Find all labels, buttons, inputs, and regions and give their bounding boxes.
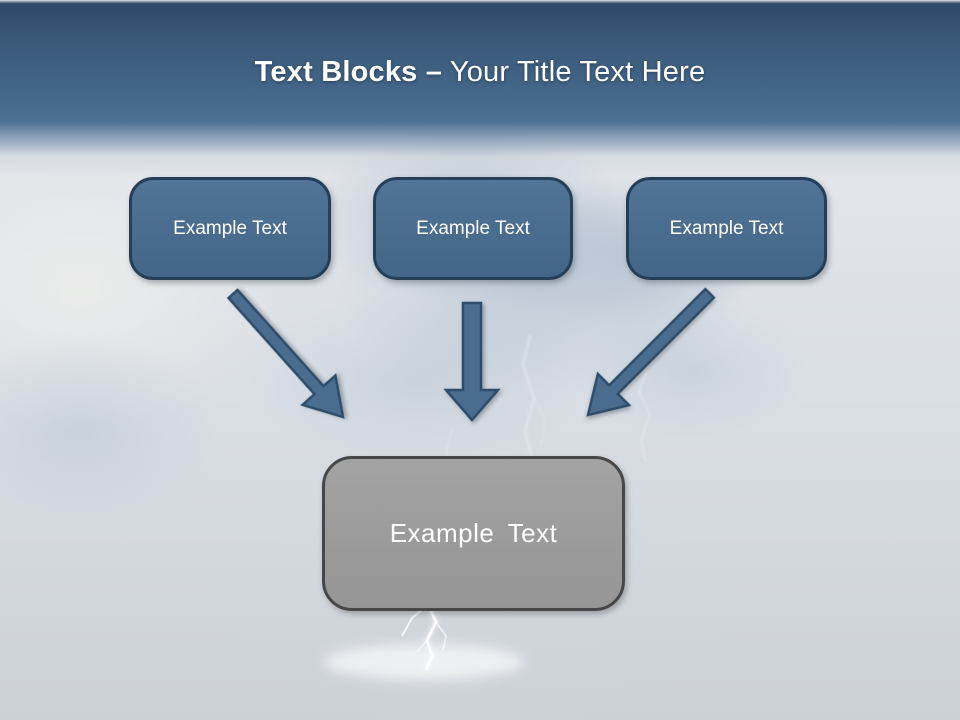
text-block-label: Example Text — [669, 217, 784, 239]
text-block-bottom[interactable]: Example Text — [322, 456, 625, 611]
title-regular-segment: Your Title Text Here — [449, 56, 706, 88]
faint-lightning-branch — [533, 397, 546, 447]
lightning-branch — [435, 621, 447, 651]
text-block-label: Example Text — [416, 217, 530, 239]
arrow-down-right-icon[interactable] — [217, 279, 360, 431]
text-block-label: Example Text — [173, 217, 287, 239]
arrow-down-icon[interactable] — [443, 301, 501, 422]
text-block-top-1[interactable]: Example Text — [129, 177, 331, 280]
text-block-label: Example Text — [389, 518, 558, 548]
lightning-branch — [416, 639, 428, 653]
title-band — [0, 0, 960, 178]
text-block-top-2[interactable]: Example Text — [373, 177, 573, 280]
faint-lightning-bolt — [637, 364, 652, 463]
title-bold-segment: Text Blocks – — [254, 56, 443, 88]
arrow-down-left-icon[interactable] — [572, 278, 725, 431]
lightning-ground-glow — [324, 644, 524, 680]
slide-title: Text Blocks – Your Title Text Here — [0, 56, 960, 89]
text-block-top-3[interactable]: Example Text — [626, 177, 827, 280]
